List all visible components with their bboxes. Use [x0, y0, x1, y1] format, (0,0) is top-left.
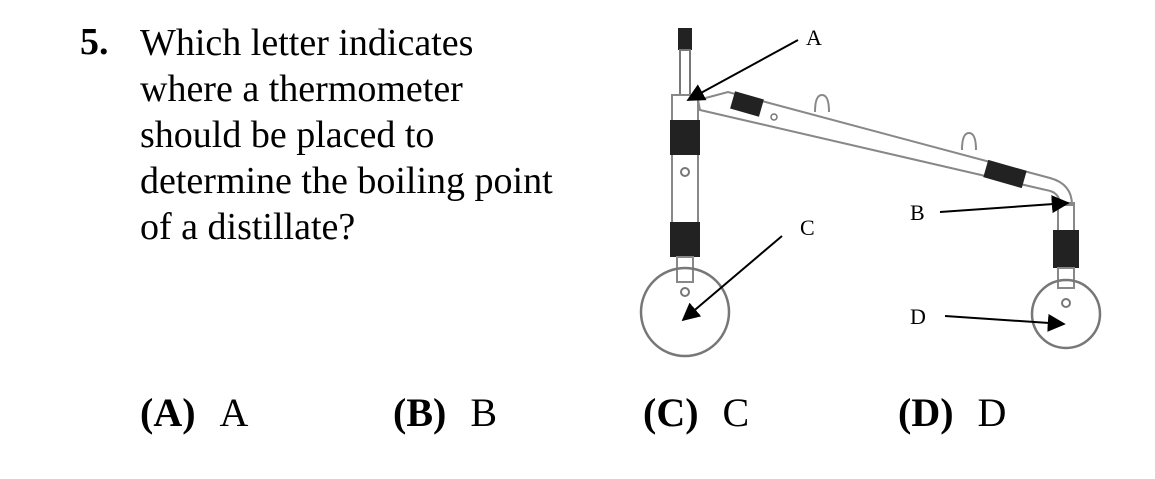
choice-a-label: (A) [140, 390, 196, 435]
condenser [696, 90, 1074, 206]
arrow-b [939, 195, 1070, 214]
distilling-flask [639, 266, 731, 358]
choice-b-value: B [470, 390, 498, 435]
distillation-head [670, 94, 700, 283]
receiving-flask [1030, 202, 1102, 350]
label-c: C [800, 215, 815, 240]
arrow-c [681, 235, 783, 322]
choice-c[interactable]: (C) C [643, 390, 749, 436]
choice-a-value: A [219, 390, 249, 435]
choice-a[interactable]: (A) A [140, 390, 248, 436]
choice-b[interactable]: (B) B [393, 390, 497, 436]
label-a: A [806, 25, 822, 50]
thermometer-adapter [678, 28, 692, 96]
arrow-a [686, 39, 799, 101]
choice-d-label: (D) [898, 390, 954, 435]
label-d: D [910, 304, 926, 329]
choice-b-label: (B) [393, 390, 447, 435]
choice-c-label: (C) [643, 390, 699, 435]
choice-d-value: D [977, 390, 1007, 435]
question-number: 5. [80, 21, 109, 63]
label-b: B [910, 200, 925, 225]
choice-c-value: C [722, 390, 750, 435]
question-text: Which letter indicates where a thermomet… [140, 22, 553, 248]
arrow-d [944, 313, 1066, 332]
choice-d[interactable]: (D) D [898, 390, 1006, 436]
